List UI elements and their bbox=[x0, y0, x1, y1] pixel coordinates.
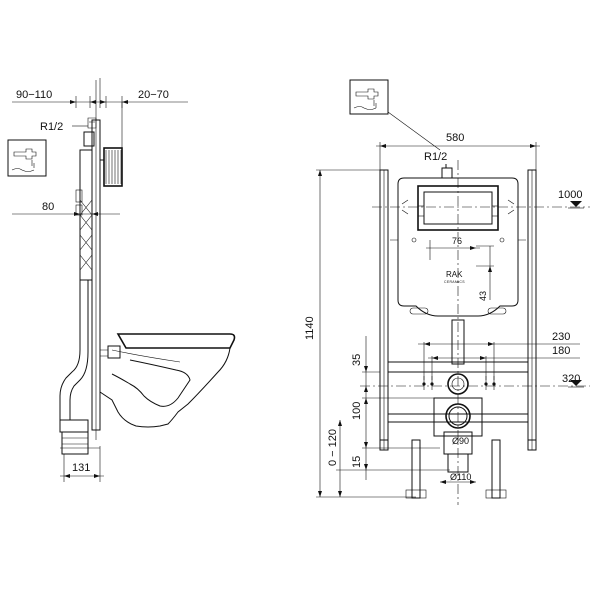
water-tap-icon bbox=[7, 139, 47, 177]
pipe-connection: Ø90 Ø110 bbox=[433, 373, 483, 484]
dim-pipe-height: 320 bbox=[562, 373, 580, 385]
button-offset-dims: 76 43 bbox=[426, 236, 494, 301]
dim-offset-right: 20−70 bbox=[138, 89, 169, 101]
dim-button-offset: 76 bbox=[452, 236, 462, 246]
width-dim: 580 bbox=[376, 132, 540, 172]
dim-button-height: 1000 bbox=[558, 189, 582, 201]
top-offset-dims: 90−110 20−70 bbox=[12, 89, 188, 108]
dim-frame-depth: 80 bbox=[42, 201, 54, 213]
button-height-line: 1000 bbox=[372, 189, 590, 209]
front-thread-label: R1/2 bbox=[424, 151, 447, 163]
dim-15: 15 bbox=[351, 456, 363, 468]
dim-anchor-inner: 180 bbox=[552, 345, 570, 357]
water-tap-icon-front: R1/2 bbox=[349, 79, 447, 163]
dim-width: 580 bbox=[446, 132, 464, 144]
brand-sub: CERAMICS bbox=[444, 280, 465, 284]
side-view: 90−110 20−70 R1/2 bbox=[7, 78, 236, 482]
front-view: R1/2 580 1140 bbox=[304, 79, 590, 505]
dim-100: 100 bbox=[351, 402, 363, 420]
brand-name: RAK bbox=[446, 270, 463, 279]
drain-pipe bbox=[59, 280, 89, 455]
pipe-height-line: 320 bbox=[360, 373, 590, 388]
dim-adjust-range: 0 − 120 bbox=[327, 429, 339, 466]
brand-logo: RAK CERAMICS bbox=[444, 270, 465, 284]
cistern-section bbox=[75, 149, 93, 281]
dim-button-drop: 43 bbox=[478, 291, 488, 301]
left-vertical-dims: 35 100 0 − 120 15 bbox=[327, 336, 450, 497]
dim-offset-left: 90−110 bbox=[16, 89, 52, 101]
height-dim: 1140 bbox=[304, 169, 416, 498]
side-thread-label: R1/2 bbox=[40, 121, 63, 133]
dim-35: 35 bbox=[351, 354, 363, 366]
toilet-bowl-side bbox=[99, 333, 236, 428]
dim-anchor-outer: 230 bbox=[552, 331, 570, 343]
dim-base-depth: 131 bbox=[72, 462, 90, 474]
flush-plate-side bbox=[100, 147, 123, 187]
dim-height: 1140 bbox=[304, 316, 316, 340]
dim-pipe-110: Ø110 bbox=[450, 472, 471, 482]
frame-depth-dim: 80 bbox=[12, 201, 120, 216]
anchor-dims: 230 180 bbox=[418, 331, 580, 390]
dim-pipe-90: Ø90 bbox=[452, 436, 469, 446]
base-depth-dim: 131 bbox=[60, 446, 104, 482]
